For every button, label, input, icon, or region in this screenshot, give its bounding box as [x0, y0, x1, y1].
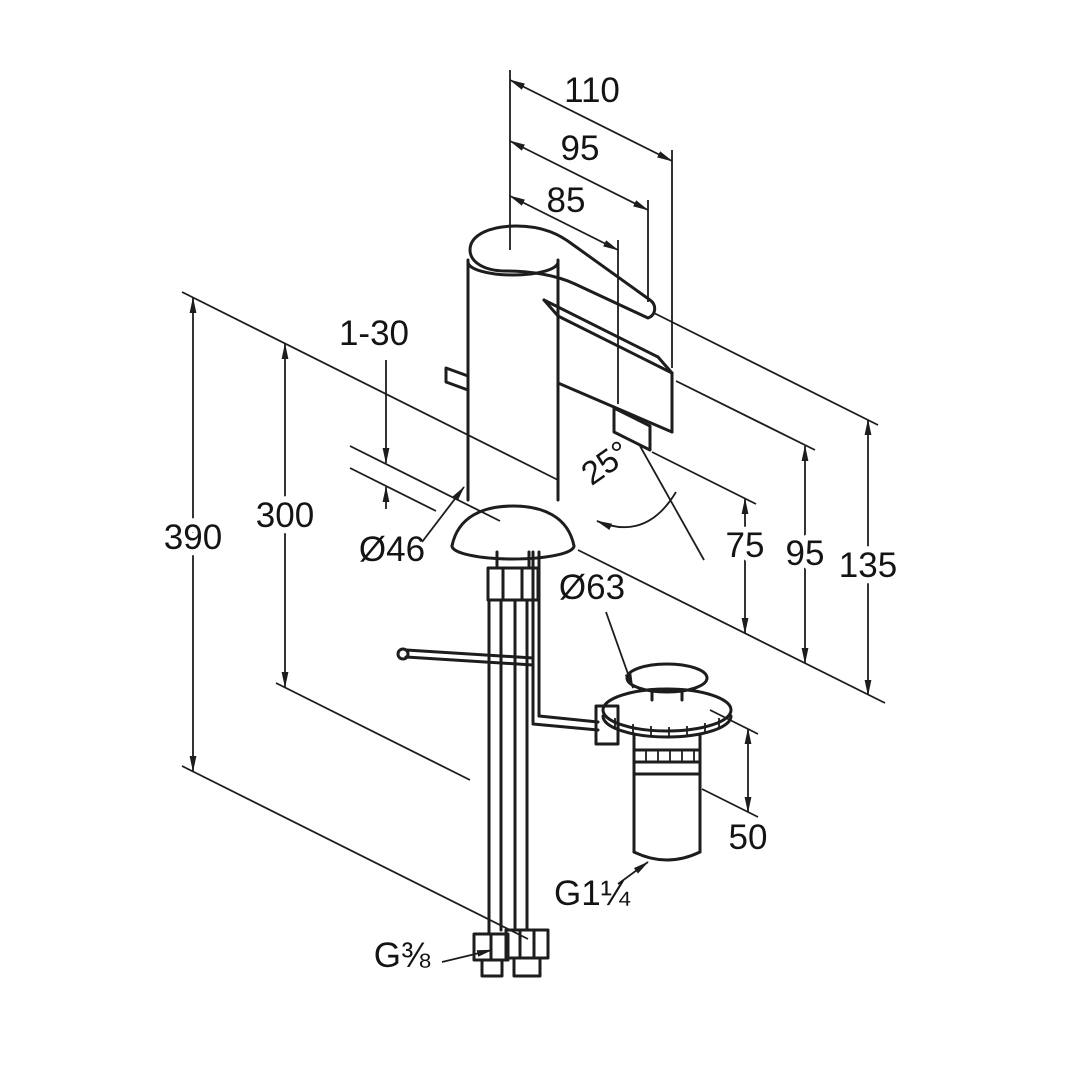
dim-135-label: 135 — [839, 546, 897, 585]
mounting-shank-nut — [486, 550, 540, 602]
dim-50-label: 50 — [729, 818, 768, 857]
spray-angle-arc — [596, 491, 677, 531]
faucet-body — [466, 258, 560, 502]
aerator — [612, 406, 652, 452]
faucet-handle — [468, 224, 657, 320]
thread-g114-label: G1¼ — [554, 874, 631, 913]
dim-dia63-label: Ø63 — [559, 568, 625, 607]
dim-85-label: 85 — [547, 181, 586, 220]
faucet — [444, 224, 674, 602]
thread-g38-label: G⅜ — [374, 936, 431, 975]
dim-95-right-label: 95 — [786, 534, 825, 573]
waste-flange-ticks — [614, 718, 720, 737]
pop-up-rod-knob — [444, 366, 470, 392]
dim-line-95-depth — [509, 140, 649, 211]
leader-g114 — [617, 861, 649, 885]
faucet-spout — [542, 298, 674, 434]
waste-slot-ticks — [645, 750, 695, 762]
leader-g38 — [441, 949, 493, 963]
dimension-labels: 110 95 85 1-30 390 300 Ø46 Ø63 25° 75 95… — [158, 71, 903, 975]
dim-390-label: 390 — [164, 518, 222, 557]
leader-dia63 — [605, 611, 634, 689]
escutcheon — [450, 504, 576, 561]
pop-up-rod — [396, 550, 620, 746]
dim-110-label: 110 — [564, 71, 620, 110]
hose-nut — [472, 928, 550, 978]
leader-dia46 — [421, 486, 465, 543]
spray-direction-line — [639, 445, 705, 561]
dim-dia46-label: Ø46 — [359, 530, 425, 569]
dim-line-85 — [509, 195, 619, 251]
leader-lines — [421, 445, 705, 963]
dim-deck-thickness-label: 1-30 — [339, 314, 409, 353]
dimension-lines — [189, 79, 872, 813]
dim-95-depth-label: 95 — [561, 129, 600, 168]
dim-angle-25-label: 25° — [574, 433, 636, 492]
dim-75-label: 75 — [726, 526, 765, 565]
pop-up-waste — [601, 662, 733, 862]
dim-300-label: 300 — [256, 496, 314, 535]
